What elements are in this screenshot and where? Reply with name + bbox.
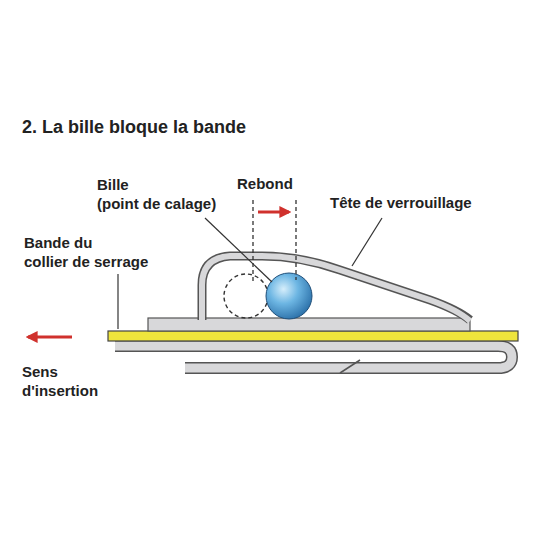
part-label: Bille (point de calage) — [97, 176, 216, 214]
lower-plate — [115, 346, 512, 368]
rebound-guide — [295, 200, 296, 280]
locking-head-outline — [202, 256, 470, 320]
rebound-arrow — [258, 211, 289, 214]
plate-notch — [340, 360, 360, 373]
diagram-title: 2. La bille bloque la bande — [22, 116, 246, 139]
top-plate — [148, 318, 470, 331]
part-label: Tête de verrouillage — [330, 194, 472, 213]
part-label: Bande du collier de serrage — [24, 234, 148, 272]
insertion-arrow — [28, 336, 72, 339]
locking-head — [202, 256, 470, 321]
lower-plate-outline — [115, 346, 512, 368]
leader-line — [117, 274, 118, 329]
leader-line — [205, 218, 272, 282]
leader-line — [352, 218, 382, 266]
part-label: Rebond — [237, 175, 293, 194]
rebound-guide — [252, 200, 253, 282]
ball-previous-position — [224, 274, 268, 318]
clamp-band — [108, 331, 518, 341]
direction-label: Sens d'insertion — [22, 363, 98, 401]
ball — [266, 273, 312, 319]
